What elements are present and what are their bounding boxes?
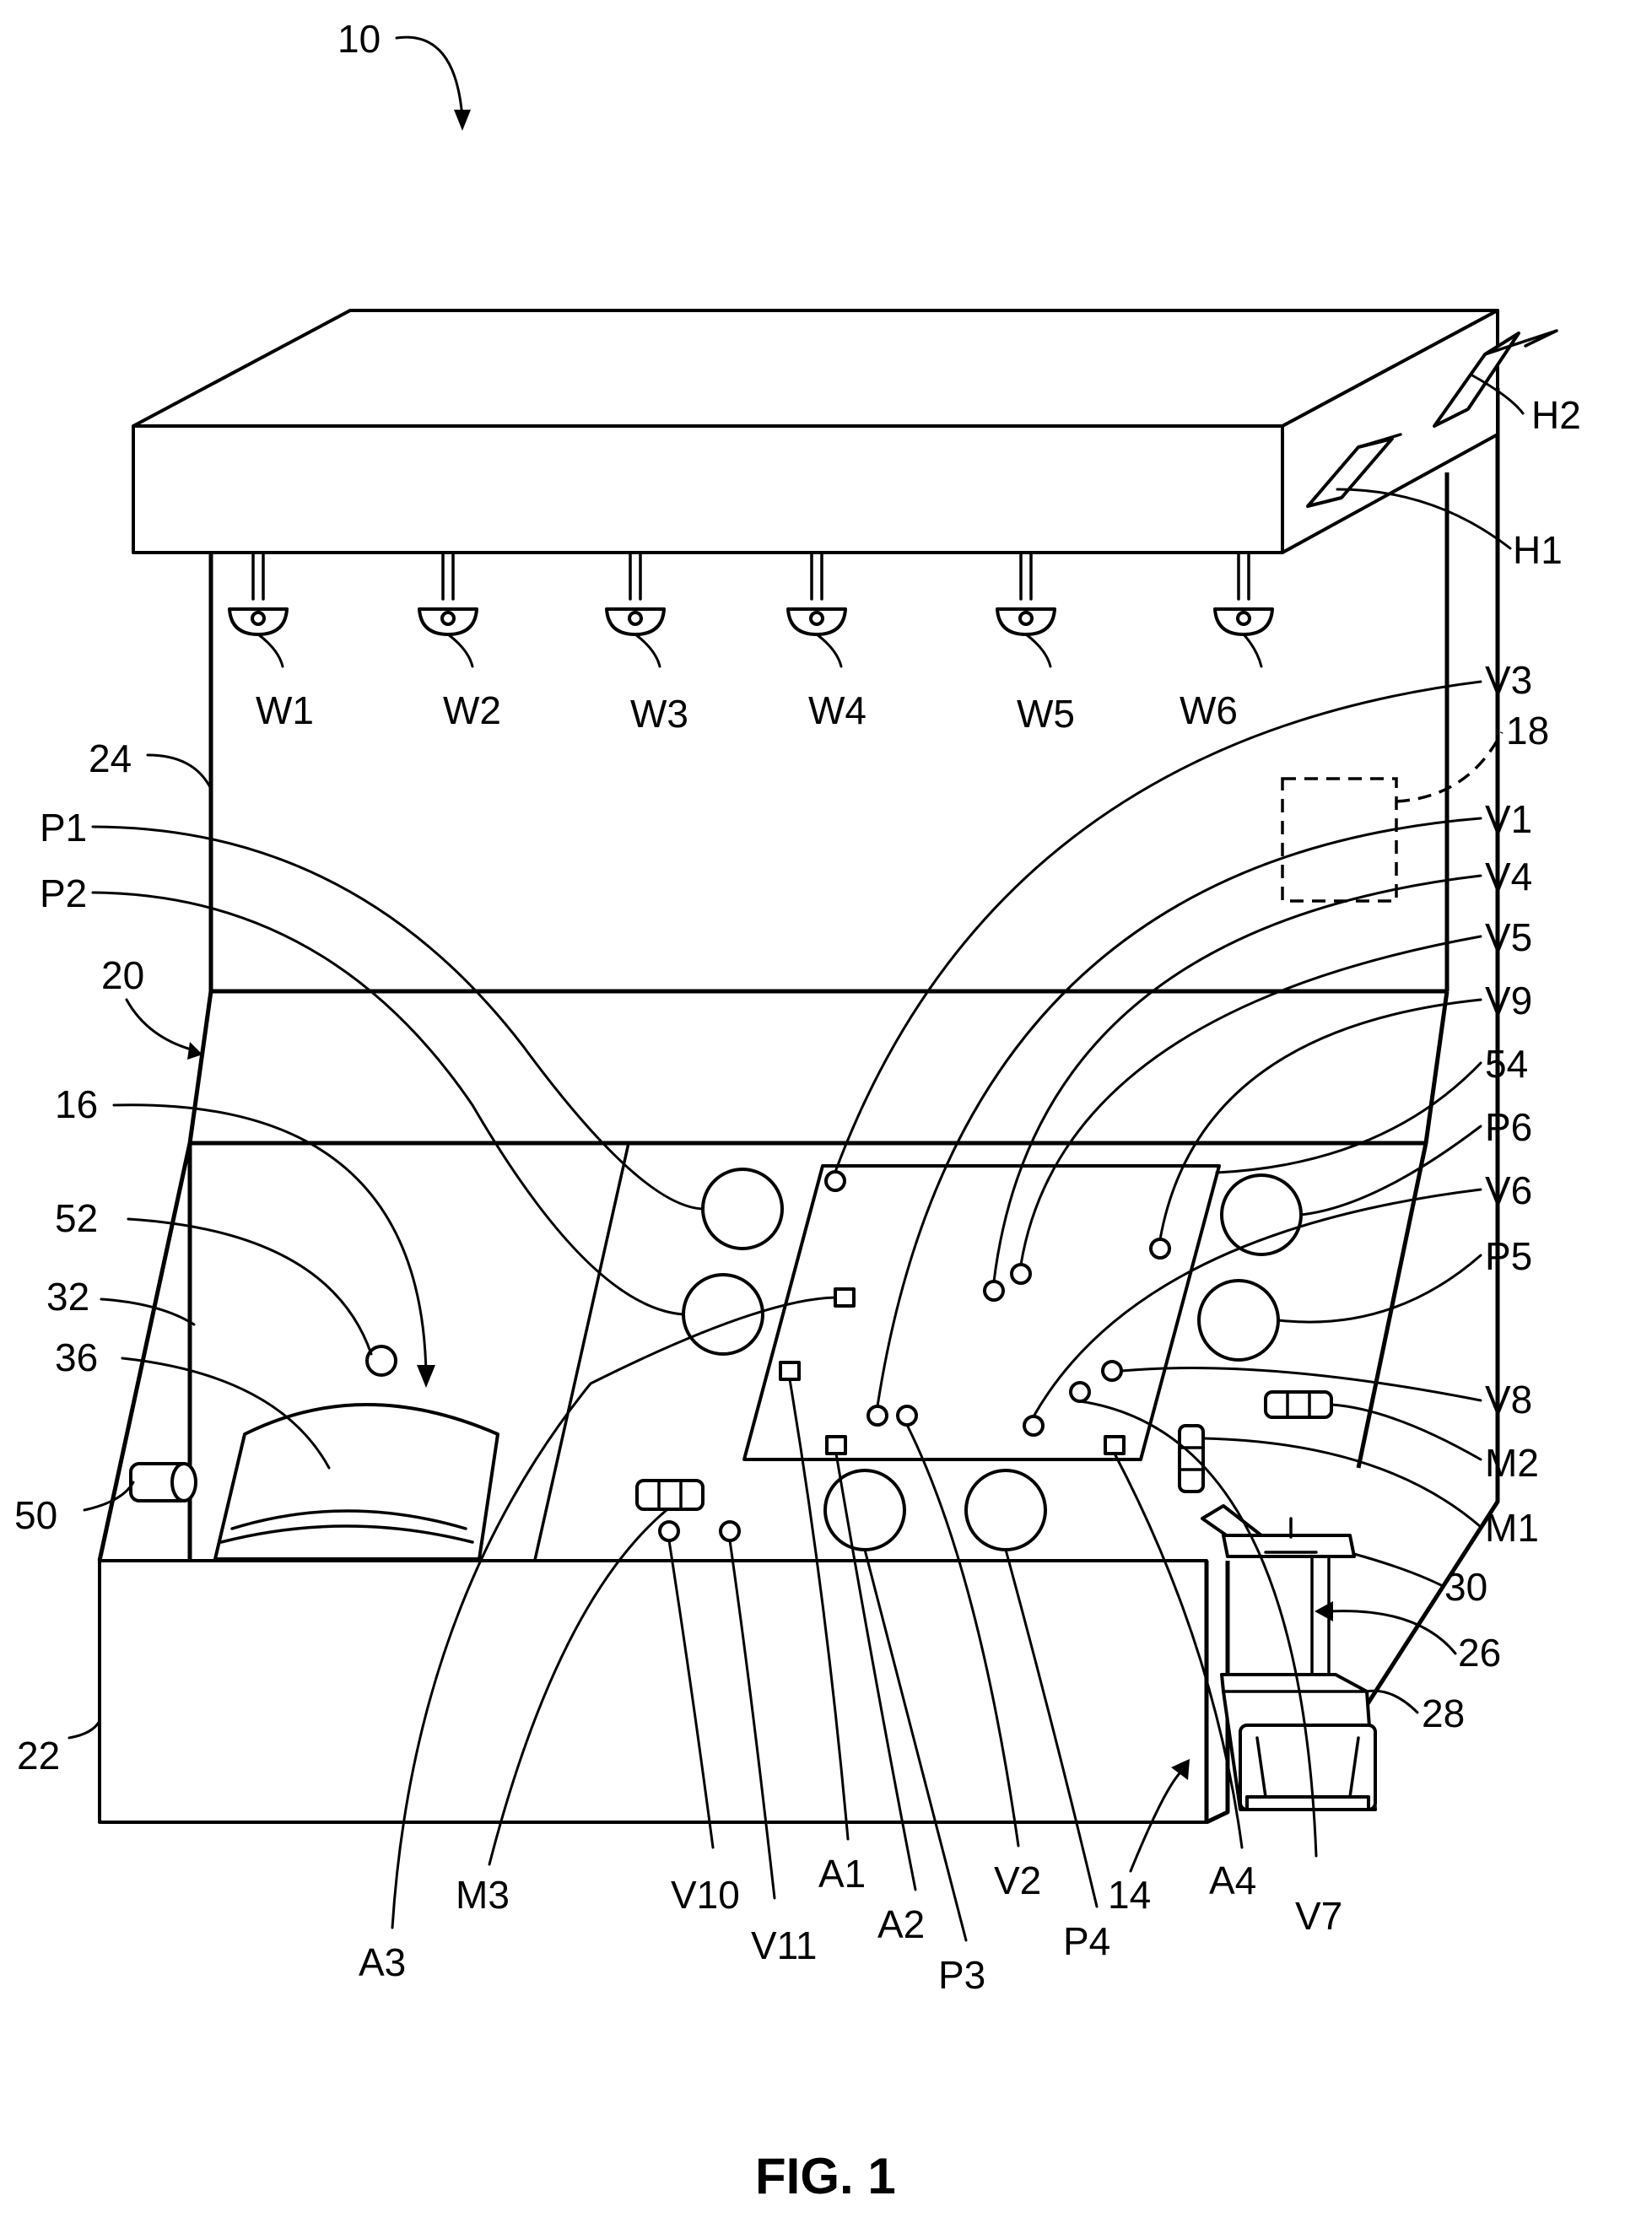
- label-52: 52: [55, 1196, 98, 1240]
- label-28: 28: [1422, 1691, 1465, 1735]
- label-a3: A3: [359, 1940, 406, 1984]
- valve-v10: [660, 1522, 678, 1540]
- control-panel: [744, 1166, 1219, 1459]
- valve-v1: [985, 1281, 1003, 1300]
- figure-caption: FIG. 1: [755, 2148, 896, 2204]
- label-36: 36: [55, 1335, 98, 1379]
- label-p1: P1: [40, 806, 87, 850]
- label-10: 10: [337, 17, 381, 61]
- label-v1: V1: [1485, 797, 1532, 841]
- label-30: 30: [1444, 1565, 1487, 1609]
- label-v7: V7: [1295, 1894, 1342, 1938]
- motor-m1: [1180, 1426, 1203, 1492]
- label-w1: W1: [256, 688, 314, 732]
- label-v5: V5: [1485, 915, 1532, 959]
- label-m1: M1: [1485, 1506, 1539, 1550]
- nozzle-row: [229, 553, 1272, 634]
- label-w6: W6: [1180, 688, 1238, 732]
- label-20: 20: [101, 953, 144, 997]
- label-v8: V8: [1485, 1378, 1532, 1421]
- label-22: 22: [17, 1734, 60, 1778]
- label-v2: V2: [994, 1858, 1041, 1902]
- label-26: 26: [1458, 1631, 1501, 1675]
- pump-p6: [1222, 1175, 1301, 1254]
- label-54: 54: [1485, 1042, 1528, 1086]
- sensor-a2: [827, 1437, 845, 1454]
- sensor-a4: [1105, 1437, 1124, 1454]
- label-v11: V11: [751, 1923, 817, 1967]
- label-18: 18: [1506, 709, 1549, 753]
- label-p5: P5: [1485, 1234, 1532, 1278]
- valve-v4: [1012, 1265, 1030, 1283]
- pump-p1: [703, 1169, 782, 1249]
- motor-m2: [1266, 1392, 1331, 1417]
- label-v10: V10: [671, 1873, 740, 1917]
- valve-v11: [721, 1522, 739, 1540]
- valve-v8: [1103, 1362, 1121, 1380]
- label-m2: M2: [1485, 1441, 1539, 1485]
- nozzle-w3: [607, 553, 664, 634]
- label-v3: V3: [1485, 658, 1532, 702]
- valve-v10-panel: [868, 1406, 887, 1425]
- label-a2: A2: [877, 1902, 925, 1946]
- label-a1: A1: [818, 1852, 866, 1896]
- sensor-a3: [835, 1289, 854, 1306]
- sensor-a1: [780, 1362, 799, 1379]
- fitting-50: [131, 1464, 196, 1501]
- label-14: 14: [1108, 1873, 1151, 1917]
- label-h2: H2: [1531, 393, 1581, 437]
- label-m3: M3: [456, 1873, 510, 1917]
- label-24: 24: [89, 736, 132, 780]
- label-w5: W5: [1017, 692, 1075, 736]
- label-50: 50: [14, 1493, 57, 1537]
- label-p2: P2: [40, 871, 87, 915]
- pump-p5: [1199, 1281, 1278, 1360]
- label-w4: W4: [808, 688, 866, 732]
- top-housing: [133, 310, 1557, 553]
- label-v4: V4: [1485, 855, 1532, 898]
- label-v9: V9: [1485, 979, 1532, 1022]
- left-compartment: [131, 1346, 498, 1559]
- nozzle-w6: [1215, 553, 1272, 634]
- label-h1: H1: [1513, 528, 1563, 572]
- label-w3: W3: [630, 692, 688, 736]
- container-36: [215, 1405, 498, 1559]
- pump-p3: [825, 1470, 904, 1550]
- nozzle-w1: [229, 553, 287, 634]
- valve-v3: [826, 1172, 845, 1190]
- label-a4: A4: [1209, 1858, 1256, 1902]
- valve-v7: [1071, 1383, 1089, 1401]
- valve-v9: [1151, 1239, 1169, 1258]
- nozzle-w5: [997, 553, 1055, 634]
- label-p4: P4: [1063, 1919, 1110, 1963]
- label-p6: P6: [1485, 1105, 1532, 1149]
- label-32: 32: [46, 1275, 89, 1319]
- nozzle-w4: [788, 553, 845, 634]
- pump-p4: [966, 1470, 1045, 1550]
- motor-m3: [637, 1481, 703, 1509]
- valve-v2-panel: [898, 1406, 916, 1425]
- valve-v6: [1024, 1416, 1043, 1435]
- label-16: 16: [55, 1082, 98, 1126]
- cabinet-outline: [100, 388, 1498, 1822]
- label-p3: P3: [938, 1953, 985, 1997]
- nozzle-w2: [419, 553, 477, 634]
- label-w2: W2: [443, 688, 501, 732]
- label-v6: V6: [1485, 1168, 1532, 1212]
